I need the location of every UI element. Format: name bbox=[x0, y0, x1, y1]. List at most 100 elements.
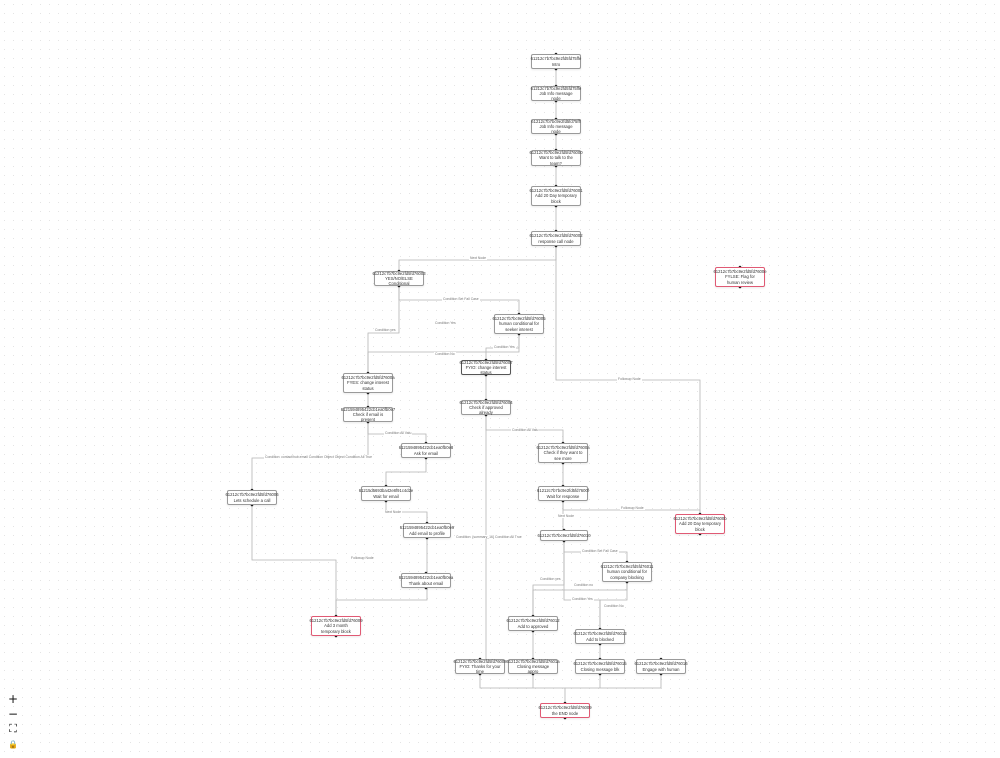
node-id: 61212c7b7bc9e2fd5fd75ffe bbox=[530, 85, 582, 91]
node-id: 61212c7b7bc9e2fd5fd76007 bbox=[459, 359, 513, 365]
node-label: Closing message appro bbox=[516, 663, 550, 675]
node-label: Want to talk to the team? bbox=[539, 155, 573, 166]
edge-label: Condition Yes bbox=[434, 321, 457, 325]
node-id: 61212c7b7bc9e2fd5fd75fff bbox=[531, 118, 581, 124]
node-id: 6121594895422cb1ea0fb0e8 bbox=[398, 445, 454, 451]
node-label: FYES: change interest status bbox=[347, 380, 389, 391]
node-id: 61212c7b7bc9e2fd5fd75ffe bbox=[530, 56, 582, 62]
node-id: 61212c7b7bc9e2fd5fd7600e bbox=[713, 269, 767, 275]
node-id: 61212c7b7bc9e2fd5fd7600b bbox=[673, 516, 727, 522]
node-id: 61212c7b7bc9e2fd5fd76001 bbox=[529, 188, 583, 194]
node-label: Closing message blk bbox=[580, 666, 620, 672]
edge-label: Next Node bbox=[384, 510, 403, 514]
flow-node[interactable]: 61212c7b7bc9e2fd5fd76010 bbox=[537, 530, 591, 541]
node-id: 61212c7b7bc9e2fd5fd7600f bbox=[537, 488, 589, 494]
node-id: 61212c7b7bc9e2fd5fd76012 bbox=[506, 618, 560, 624]
edge-label: Condition Yes bbox=[493, 345, 516, 349]
node-label: Engage with human bbox=[642, 666, 680, 672]
edge-label: Condition yes bbox=[374, 328, 397, 332]
node-label: FYIO: change interest status bbox=[465, 364, 507, 376]
node-label: Add to approved bbox=[517, 623, 549, 629]
node-label: Add to blocked bbox=[586, 636, 614, 642]
edge-label: Next Node bbox=[469, 256, 488, 260]
node-label: Job Info message node bbox=[539, 90, 573, 102]
edge-label: Condition All Valu bbox=[511, 428, 540, 432]
node-label: Thank about email bbox=[408, 580, 444, 586]
node-label: response call node bbox=[538, 238, 574, 244]
node-label: Wait for response bbox=[546, 493, 580, 499]
edge-label: Condition Set Fall Case bbox=[581, 549, 619, 553]
node-id: 61212c7b7bc9e2fd5fd76005 bbox=[492, 316, 546, 322]
node-label: Job Info message node bbox=[539, 123, 573, 135]
node-label: Add 20 Day temporary block bbox=[679, 521, 721, 532]
edge-label: Condition: contact/hub.email Condition O… bbox=[264, 455, 374, 459]
edge-label: Next Node bbox=[557, 514, 576, 518]
edge-connector bbox=[251, 505, 337, 616]
edge-connector bbox=[565, 674, 662, 689]
edge-label: Followup Node bbox=[617, 377, 642, 381]
node-label: Ask for email bbox=[413, 450, 439, 456]
node-id: 61212c7b7bc9e2fd5fd76009 bbox=[309, 618, 363, 624]
node-id: 6121594895422cb1ea0fb0e9 bbox=[399, 525, 455, 531]
node-label: Intro bbox=[551, 61, 561, 67]
node-label: Add 3 month temporary block bbox=[321, 623, 351, 634]
edge-label: Condition Set Fall Case bbox=[442, 297, 480, 301]
fit-view-icon[interactable]: ⛶ bbox=[6, 722, 20, 735]
node-label: Add 20 Day temporary block bbox=[535, 193, 577, 204]
node-label: Check if they want to see more bbox=[543, 450, 583, 461]
node-id: 61212c7b7bc9e2fd5fd76000 bbox=[529, 150, 583, 156]
node-id: 61212c7b7bc9e2fd5fd76015 bbox=[573, 661, 627, 667]
edge-connector bbox=[385, 458, 427, 486]
node-label: Check if approved already bbox=[469, 404, 503, 416]
node-id: 61212c7b7bc9e2fd5fd76003 bbox=[372, 270, 426, 276]
zoom-out-icon[interactable]: − bbox=[6, 706, 20, 721]
node-id: 61212c7b7bc9e2fd5fd76006 bbox=[225, 492, 279, 498]
node-id: 61212c7b7bc9e2fd5fd76002 bbox=[529, 233, 583, 239]
lock-icon[interactable]: 🔒 bbox=[6, 738, 20, 751]
edge-label: Condition All Valu bbox=[384, 431, 413, 435]
node-id: 61212c7b7bc9e2fd5fd76016 bbox=[634, 661, 688, 667]
edge-label: Condition: {summary_16} Condition All Tr… bbox=[455, 535, 523, 539]
zoom-in-icon[interactable]: + bbox=[6, 691, 20, 706]
node-id: 6121594895422cb1ea0fb0e7 bbox=[340, 406, 396, 412]
edge-label: Followup Node bbox=[350, 556, 375, 560]
node-label: human conditional for seeker interest bbox=[498, 321, 540, 332]
node-id: 61212c7b7bc9e2fd5fd76010 bbox=[537, 532, 591, 538]
node-id: 61212c7b7bc9e2fd5fd76004 bbox=[459, 399, 513, 405]
node-id: 61212c7b7bc9e2fd5fd76008 bbox=[453, 658, 507, 664]
node-id: 6121594895422cb1ea0fb0ea bbox=[398, 575, 454, 581]
edge-connector bbox=[479, 674, 566, 703]
edge-label: Condition no bbox=[573, 583, 595, 587]
